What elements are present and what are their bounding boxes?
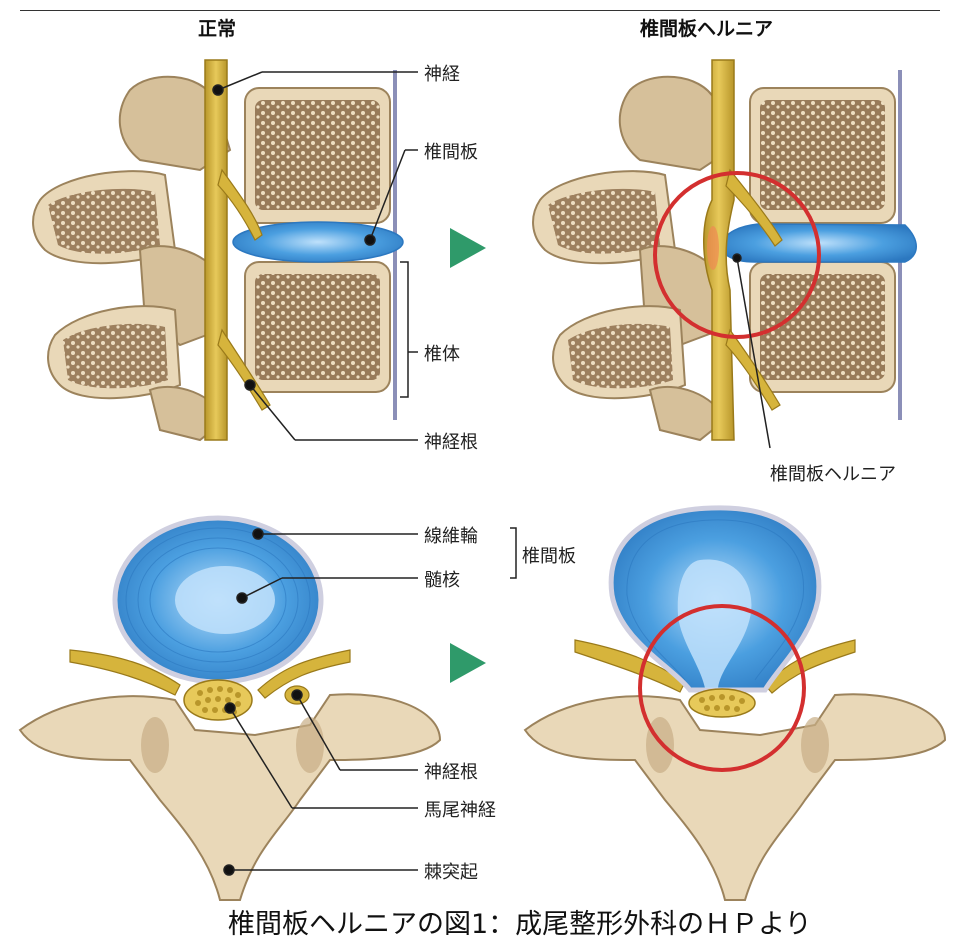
- highlight-circle-axial: [638, 604, 806, 772]
- posterior-elements: [32, 75, 232, 442]
- leader-herniation: [732, 253, 771, 449]
- label-spinous: 棘突起: [424, 862, 478, 883]
- label-disc: 椎間板: [424, 142, 478, 163]
- highlight-circle-side: [653, 171, 821, 339]
- label-annulus: 線維輪: [424, 526, 478, 547]
- axial-view-herniated: [523, 505, 947, 901]
- spinal-nerve: [204, 59, 271, 441]
- side-view-herniated: [532, 59, 917, 442]
- title-herniated: 椎間板ヘルニア: [640, 18, 774, 40]
- label-vertebral-body: 椎体: [424, 344, 460, 365]
- label-nucleus: 髄核: [424, 570, 460, 591]
- label-herniation: 椎間板ヘルニア: [770, 464, 896, 485]
- vertebral-bodies: [244, 70, 397, 420]
- label-nerve-root: 神経根: [424, 432, 478, 453]
- label-nerve-root-axial: 神経根: [424, 762, 478, 783]
- triangle-right-icon: [450, 643, 486, 683]
- label-disc-group: 椎間板: [522, 546, 576, 567]
- disc-normal: [232, 221, 404, 263]
- title-normal: 正常: [198, 18, 237, 40]
- leader-lines-axial: [223, 527, 517, 876]
- axial-view-normal: [18, 515, 442, 901]
- caption: 椎間板ヘルニアの図1：成尾整形外科のＨＰより: [228, 909, 812, 940]
- leader-lines-side: [212, 71, 418, 441]
- label-cauda: 馬尾神経: [424, 800, 496, 821]
- annulus-rings: [125, 527, 311, 673]
- top-divider: [20, 10, 940, 11]
- side-view-normal: [32, 59, 404, 442]
- label-nerve: 神経: [424, 64, 460, 85]
- triangle-right-icon: [450, 228, 486, 268]
